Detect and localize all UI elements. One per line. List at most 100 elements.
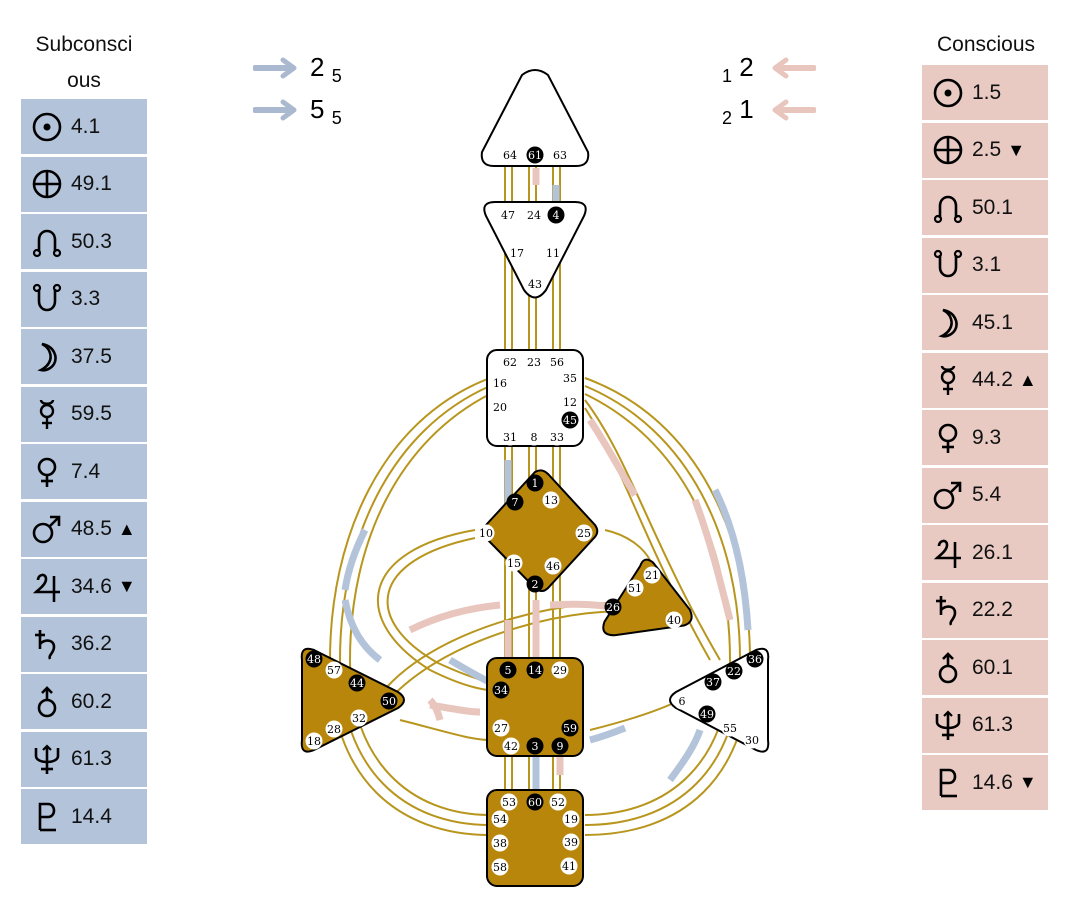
gate-line-value: 3.1 xyxy=(972,253,1002,276)
gate-line-value: 34.6 xyxy=(71,574,112,598)
gate-marker xyxy=(526,793,544,811)
gate-15: 15 xyxy=(505,554,523,572)
gate-number: 41 xyxy=(562,860,576,873)
gate-27: 27 xyxy=(492,719,510,737)
gate-number: 21 xyxy=(645,569,659,582)
gate-marker xyxy=(721,719,739,737)
gate-7: 7 xyxy=(506,493,524,511)
subconscious-planet-row: 37.5 xyxy=(21,329,147,384)
left-bottom-arrow-icon xyxy=(253,99,297,121)
gate-52: 52 xyxy=(549,793,567,811)
gate-line-value: 26.1 xyxy=(972,540,1013,564)
gate-number: 49 xyxy=(700,708,714,721)
gate-2: 2 xyxy=(526,575,544,593)
gate-marker xyxy=(492,719,510,737)
gate-number: 59 xyxy=(563,722,577,735)
conscious-planet-row: 2.5▼ xyxy=(922,122,1048,178)
gate-3: 3 xyxy=(526,737,544,755)
gate-marker xyxy=(525,206,543,224)
left-top-arrow-icon xyxy=(253,57,297,79)
gate-line-value: 60.1 xyxy=(972,655,1013,679)
gate-number: 46 xyxy=(546,560,560,573)
saturn-icon xyxy=(27,624,67,664)
ajna-center xyxy=(483,201,587,299)
gate-marker xyxy=(561,719,579,737)
gate-marker xyxy=(704,673,722,691)
gate-64: 64 xyxy=(501,146,519,164)
gate-1: 1 xyxy=(526,474,544,492)
conscious-planet-row: 45.1 xyxy=(922,295,1048,350)
gate-number: 32 xyxy=(352,712,366,725)
gate-marker xyxy=(547,206,565,224)
sun-icon xyxy=(27,107,67,147)
gate-49: 49 xyxy=(698,705,716,723)
gate-line-value: 5.4 xyxy=(972,483,1002,506)
gate-marker xyxy=(665,611,683,629)
gate-37: 37 xyxy=(704,673,722,691)
gate-marker xyxy=(561,393,579,411)
exalted-triangle-icon: ▲ xyxy=(1018,369,1037,390)
gate-number: 47 xyxy=(501,209,515,222)
subconscious-planet-row: 36.2 xyxy=(21,616,147,672)
gate-number: 38 xyxy=(493,837,507,850)
gate-marker xyxy=(746,650,764,668)
moon-icon xyxy=(928,303,968,343)
gate-number: 4 xyxy=(553,209,560,222)
gate-marker xyxy=(544,557,562,575)
left-bottom-variable: 5 5 xyxy=(310,94,342,128)
sacral-center xyxy=(486,657,584,757)
gate-marker xyxy=(549,793,567,811)
gate-line-value: 36.2 xyxy=(71,632,112,655)
gate-number: 56 xyxy=(550,356,564,369)
channel-highlights xyxy=(341,168,752,790)
left-top-variable: 2 5 xyxy=(310,52,342,86)
jupiter-icon xyxy=(27,567,67,607)
uranus-icon xyxy=(27,682,67,722)
gate-line-value: 50.3 xyxy=(71,229,112,253)
gate-number: 35 xyxy=(563,372,577,385)
gate-line-value: 7.4 xyxy=(71,459,101,483)
conscious-planet-row: 61.3 xyxy=(922,697,1048,753)
moon-icon xyxy=(27,337,67,377)
subconscious-planet-row: 49.1 xyxy=(21,156,147,212)
gate-51: 51 xyxy=(626,579,644,597)
gate-line-value: 14.6 xyxy=(972,770,1013,794)
gate-number: 58 xyxy=(493,861,507,874)
conscious-planet-row: 60.1 xyxy=(922,640,1048,695)
gate-marker xyxy=(626,579,644,597)
gate-number: 54 xyxy=(493,813,507,826)
gate-number: 31 xyxy=(503,431,517,444)
conscious-planet-row: 44.2▲ xyxy=(922,352,1048,408)
neptune-icon xyxy=(27,739,67,779)
gate-marker xyxy=(499,661,517,679)
gate-line-value: 3.3 xyxy=(71,287,101,310)
gate-10: 10 xyxy=(477,524,495,542)
gate-marker xyxy=(544,244,562,262)
gate-30: 30 xyxy=(743,731,761,749)
gate-47: 47 xyxy=(499,206,517,224)
gate-line-value: 49.1 xyxy=(71,172,112,195)
subconscious-title: Subconsci ous xyxy=(18,27,150,99)
gate-marker xyxy=(348,674,366,692)
root-center xyxy=(486,789,584,887)
gate-61: 61 xyxy=(526,146,544,164)
gate-marker xyxy=(305,732,323,750)
gate-number: 11 xyxy=(546,247,560,260)
gate-number: 6 xyxy=(679,695,686,708)
gate-36: 36 xyxy=(746,650,764,668)
gate-marker xyxy=(725,662,743,680)
gate-line-value: 9.3 xyxy=(972,425,1002,449)
gate-number: 28 xyxy=(327,723,341,736)
gate-40: 40 xyxy=(665,611,683,629)
gate-number: 60 xyxy=(528,796,542,809)
gate-marker xyxy=(548,428,566,446)
sun-icon xyxy=(928,73,968,113)
gate-45: 45 xyxy=(561,411,579,429)
gate-marker xyxy=(492,681,510,699)
subconscious-planet-row: 7.4 xyxy=(21,444,147,499)
gate-number: 51 xyxy=(628,582,642,595)
gate-5: 5 xyxy=(499,661,517,679)
gate-19: 19 xyxy=(562,810,580,828)
earth-icon xyxy=(27,164,67,204)
